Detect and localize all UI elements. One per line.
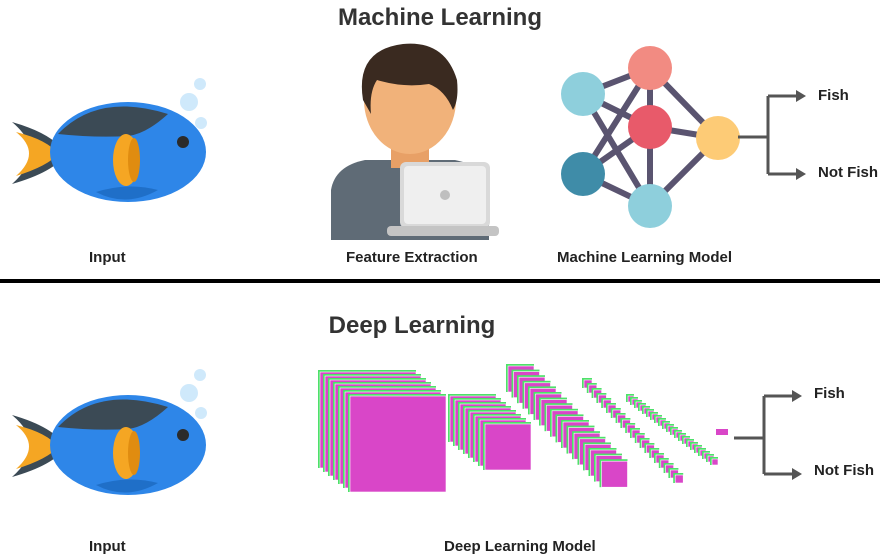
ml-output-fish-label: Fish <box>818 87 849 104</box>
ml-output-not-fish-label: Not Fish <box>818 164 878 181</box>
section-divider <box>0 279 880 283</box>
ml-title: Machine Learning <box>337 4 543 31</box>
dl-output-fish-label: Fish <box>814 385 845 402</box>
feature-extraction-label: Feature Extraction <box>346 249 478 266</box>
hidden-node-1 <box>628 46 672 90</box>
fish-input-icon <box>12 369 207 495</box>
person-with-laptop-icon <box>331 43 499 240</box>
input-node-2 <box>561 152 605 196</box>
dl-input-label: Input <box>89 538 126 555</box>
dl-title: Deep Learning <box>328 312 496 339</box>
layer-slice <box>711 458 719 466</box>
dl-layers-diagram <box>318 364 728 493</box>
layer-slice <box>601 460 628 488</box>
dl-output-layer <box>716 429 728 435</box>
input-node-1 <box>561 72 605 116</box>
dl-output-not-fish-label: Not Fish <box>814 462 874 479</box>
ml-output-arrows <box>738 90 806 180</box>
ml-model-label: Machine Learning Model <box>557 249 733 266</box>
layer-slice <box>484 423 532 471</box>
ml-input-label: Input <box>89 249 126 266</box>
fish-input-icon <box>12 78 207 202</box>
hidden-node-2 <box>628 105 672 149</box>
layer-slice <box>674 474 684 484</box>
dl-output-arrows <box>734 390 802 480</box>
output-node <box>696 116 740 160</box>
layer-slice <box>349 395 447 493</box>
ml-network-diagram <box>561 46 740 228</box>
hidden-node-3 <box>628 184 672 228</box>
dl-model-label: Deep Learning Model <box>444 538 596 555</box>
